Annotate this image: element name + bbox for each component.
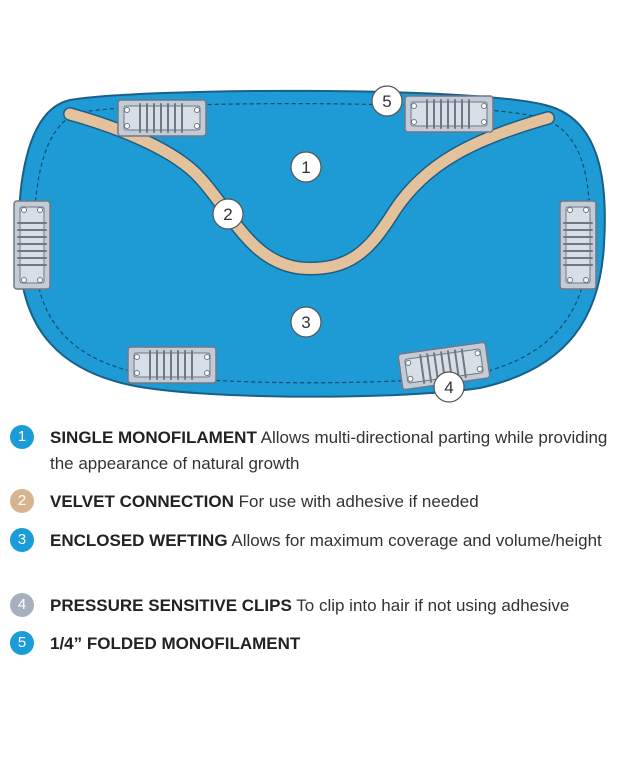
legend-title: SINGLE MONOFILAMENT bbox=[50, 428, 257, 447]
callout-4: 4 bbox=[433, 371, 465, 403]
legend-title: ENCLOSED WEFTING bbox=[50, 531, 228, 550]
topper-base bbox=[17, 89, 606, 398]
legend-title: 1/4” FOLDED MONOFILAMENT bbox=[50, 634, 301, 653]
svg-text:5: 5 bbox=[382, 92, 391, 111]
callout-3: 3 bbox=[290, 306, 322, 338]
legend-description: Allows multi-directional parting while p… bbox=[50, 428, 608, 473]
legend-description: Allows for maximum coverage and volume/h… bbox=[231, 531, 602, 550]
legend-title: PRESSURE SENSITIVE CLIPS bbox=[50, 596, 292, 615]
legend-badge: 4 bbox=[10, 593, 34, 617]
legend-description: To clip into hair if not using adhesive bbox=[296, 596, 570, 615]
hair-topper-diagram: 1 2 3 4 5 bbox=[13, 85, 606, 403]
callout-1: 1 bbox=[290, 151, 322, 183]
legend-badge: 2 bbox=[10, 489, 34, 513]
legend-badge: 3 bbox=[10, 528, 34, 552]
svg-text:4: 4 bbox=[444, 378, 453, 397]
svg-text:3: 3 bbox=[301, 313, 310, 332]
callout-2: 2 bbox=[212, 198, 244, 230]
svg-text:1: 1 bbox=[301, 158, 310, 177]
legend-badge: 5 bbox=[10, 631, 34, 655]
legend-description: For use with adhesive if needed bbox=[238, 492, 479, 511]
svg-text:2: 2 bbox=[223, 205, 232, 224]
legend-title: VELVET CONNECTION bbox=[50, 492, 234, 511]
callout-5: 5 bbox=[371, 85, 403, 117]
legend-badge: 1 bbox=[10, 425, 34, 449]
